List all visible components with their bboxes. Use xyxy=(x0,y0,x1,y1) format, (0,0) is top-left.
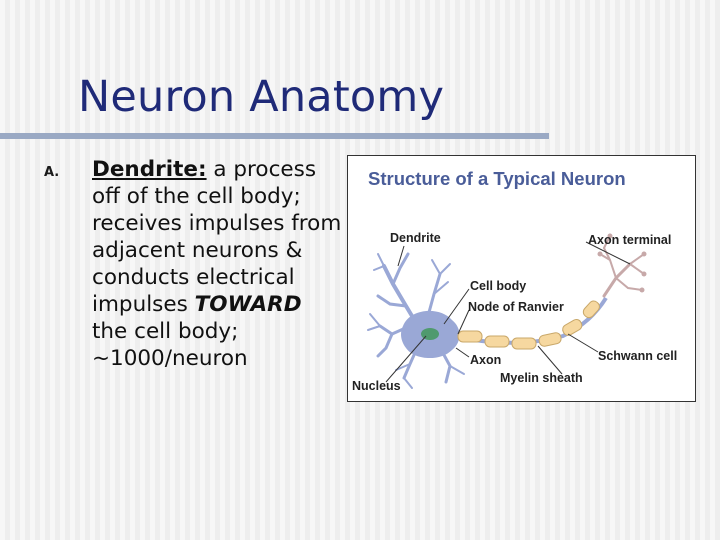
label-nucleus: Nucleus xyxy=(352,379,401,393)
title-divider xyxy=(0,133,549,139)
bullet-marker: A. xyxy=(44,165,59,180)
label-myelin-sheath: Myelin sheath xyxy=(500,371,583,385)
label-axon: Axon xyxy=(470,353,501,367)
bullet-emphasis: TOWARD xyxy=(195,292,302,317)
label-axon-terminal: Axon terminal xyxy=(588,233,671,247)
slide-title: Neuron Anatomy xyxy=(78,72,444,122)
label-cell-body: Cell body xyxy=(470,279,526,293)
neuron-diagram-svg: Structure of a Typical Neuron xyxy=(348,156,694,400)
label-schwann-cell: Schwann cell xyxy=(598,349,677,363)
bullet-term: Dendrite: xyxy=(92,157,207,182)
label-node-of-ranvier: Node of Ranvier xyxy=(468,300,564,314)
bullet-text-part-2: the cell body; ~1000/neuron xyxy=(92,319,248,371)
label-dendrite: Dendrite xyxy=(390,231,441,245)
diagram-title: Structure of a Typical Neuron xyxy=(368,168,626,189)
bullet-text: Dendrite: a process off of the cell body… xyxy=(92,156,342,372)
neuron-diagram: Structure of a Typical Neuron xyxy=(347,155,696,402)
